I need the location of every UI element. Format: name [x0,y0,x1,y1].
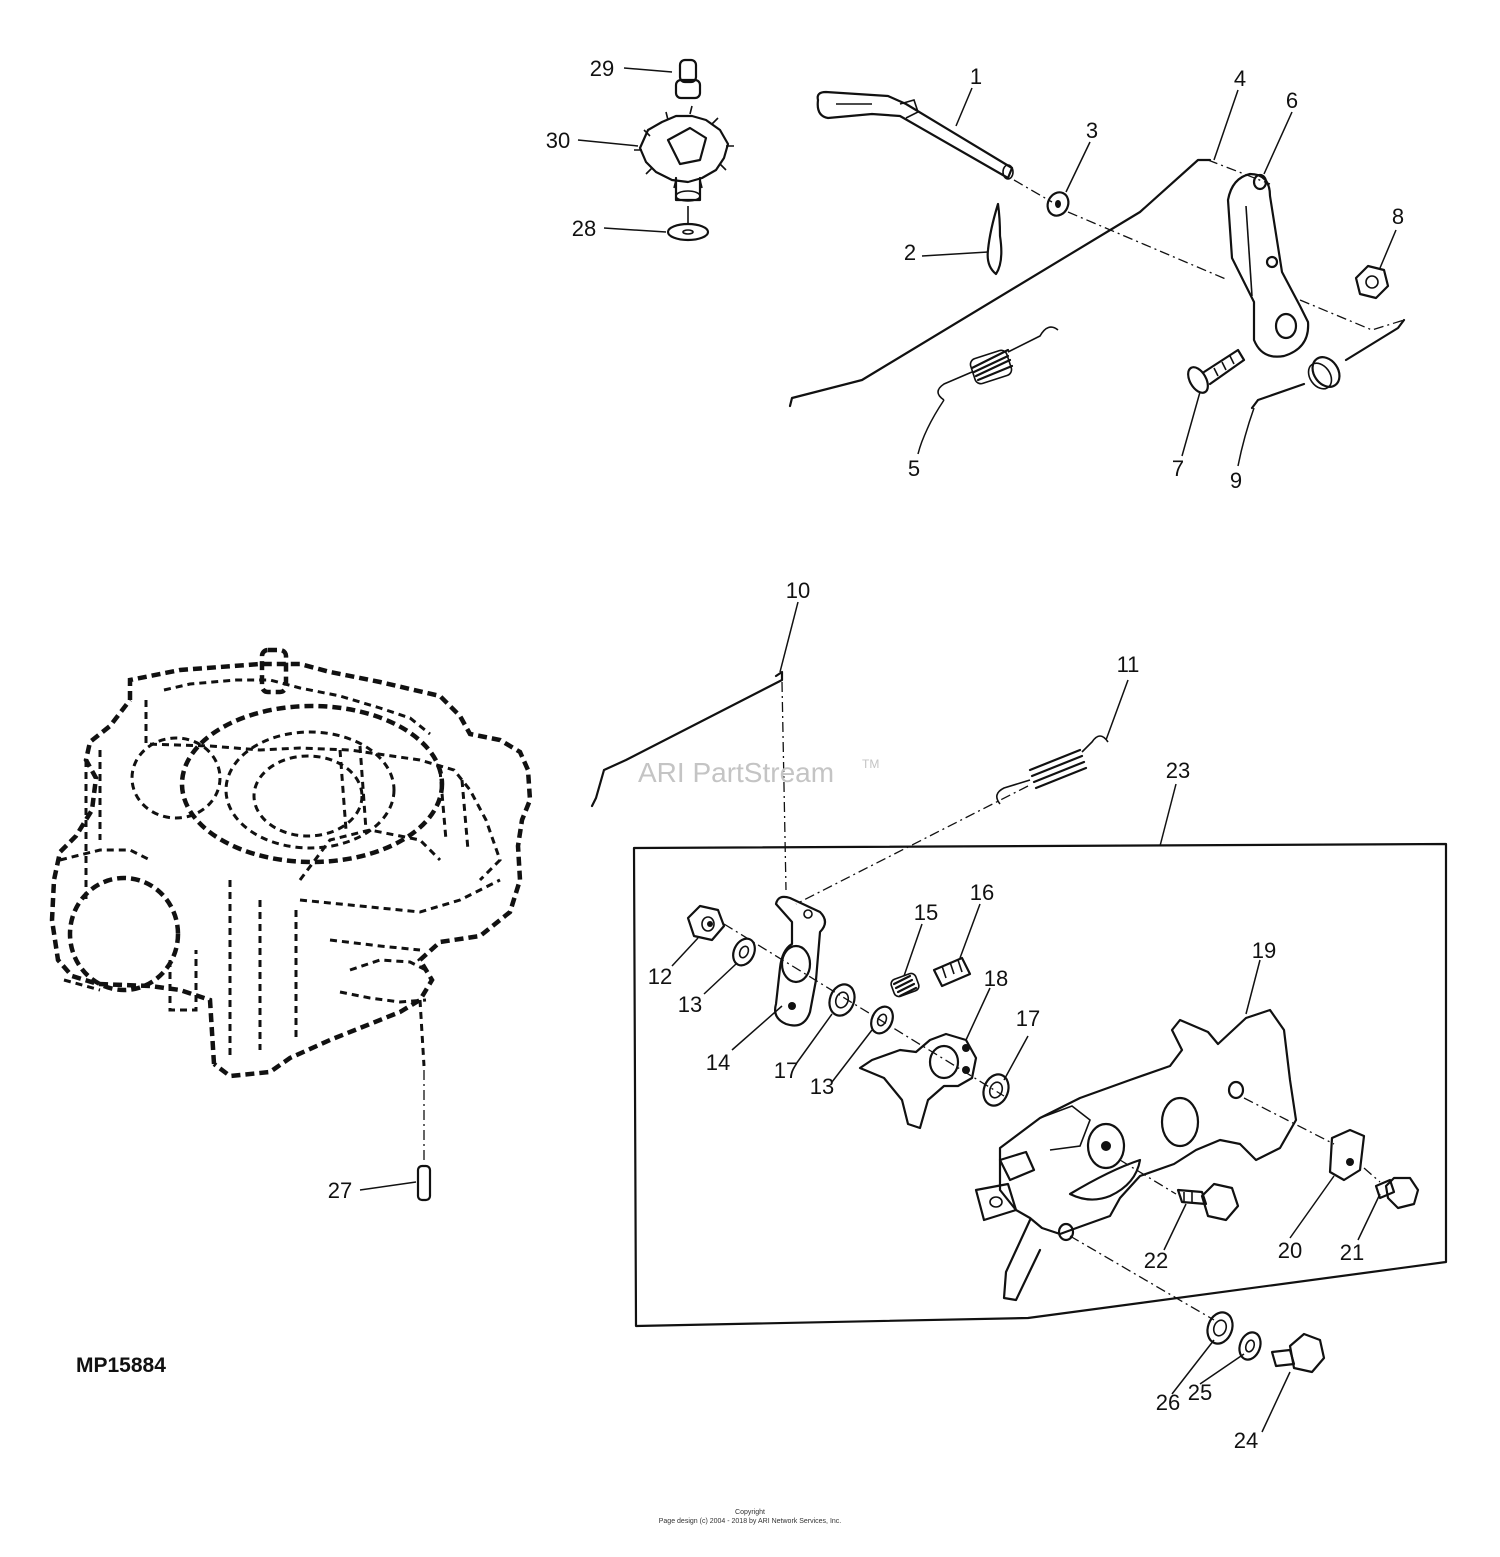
footer-page-design: Page design (c) 2004 - 2018 by ARI Netwo… [659,1518,842,1525]
part-19-control-bracket [974,1008,1298,1302]
part-15-spring [890,972,920,998]
watermark: ARI PartStream TM [638,757,879,788]
callout-24: 24 [1234,1428,1258,1453]
callout-15: 15 [914,900,938,925]
callout-27: 27 [328,1178,352,1203]
callout-2: 2 [904,240,916,265]
part-24-bolt [1270,1332,1326,1374]
watermark-text: ARI PartStream [638,757,834,788]
part-2-cotter-pin [986,202,1003,276]
callout-26: 26 [1156,1390,1180,1415]
part-10-governor-link [590,670,787,891]
callout-8: 8 [1392,204,1404,229]
part-27-dowel-pin [416,1070,432,1202]
callout-14: 14 [706,1050,730,1075]
callout-11: 11 [1117,652,1140,677]
part-16-screw [932,956,972,988]
callout-25: 25 [1188,1380,1212,1405]
callout-17-a: 17 [774,1058,798,1083]
callout-23: 23 [1166,758,1190,783]
governor-gear-assembly [634,58,734,242]
part-28-washer [666,206,710,242]
callout-12: 12 [648,964,672,989]
callout-28: 28 [572,216,596,241]
figure-code: MP15884 [76,1354,166,1377]
callout-13-b: 13 [810,1074,834,1099]
part-29-pin [674,58,702,100]
part-7-bolt [1187,348,1246,394]
upper-governor-linkage [788,90,1406,410]
part-6-governor-lever [1226,172,1310,358]
part-30-governor-gear [634,105,734,202]
callout-9: 9 [1230,468,1242,493]
part-11-governor-spring [795,735,1109,905]
callout-29: 29 [590,56,614,81]
callout-19: 19 [1252,938,1276,963]
callout-7: 7 [1172,456,1184,481]
callout-30: 30 [546,128,570,153]
callout-4: 4 [1234,66,1246,91]
callout-10: 10 [786,578,810,603]
part-21-bolt [1374,1176,1420,1210]
part-17-bushing-a [828,983,856,1017]
callout-6: 6 [1286,88,1298,113]
part-4-governor-rod [788,158,1212,408]
part-9-spring-rod [1250,318,1406,410]
callout-13-a: 13 [678,992,702,1017]
part-25-lock-washer [1238,1331,1262,1361]
watermark-trademark: TM [862,757,879,771]
leader-lines [359,67,1397,1433]
part-18-choke-lever [858,1032,978,1130]
callout-labels: 1 2 3 4 5 6 7 8 9 10 11 12 13 13 14 15 1… [328,56,1404,1453]
part-5-spring [937,326,1059,401]
part-26-washer [1206,1311,1234,1345]
footer-copyright: Copyright [735,1509,765,1516]
callout-17-b: 17 [1016,1006,1040,1031]
callout-1: 1 [970,64,982,89]
callout-21: 21 [1340,1240,1364,1265]
callout-18: 18 [984,966,1008,991]
callout-22: 22 [1144,1248,1168,1273]
part-14-throttle-lever [774,895,827,1027]
part-22-bolt [1176,1182,1240,1222]
engine-block-outline [49,647,533,1079]
callout-3: 3 [1086,118,1098,143]
part-13-washer-a [732,937,756,967]
callout-16: 16 [970,880,994,905]
part-17-bushing-b [982,1073,1010,1107]
part-12-nut [686,904,726,942]
part-3-washer [1046,191,1070,217]
callout-20: 20 [1278,1238,1302,1263]
part-23-assembly-box [632,842,1448,1328]
part-8-nut [1354,264,1390,300]
part-1-governor-shaft [816,90,1014,180]
callout-5: 5 [908,456,920,481]
part-20-clip [1328,1128,1366,1182]
